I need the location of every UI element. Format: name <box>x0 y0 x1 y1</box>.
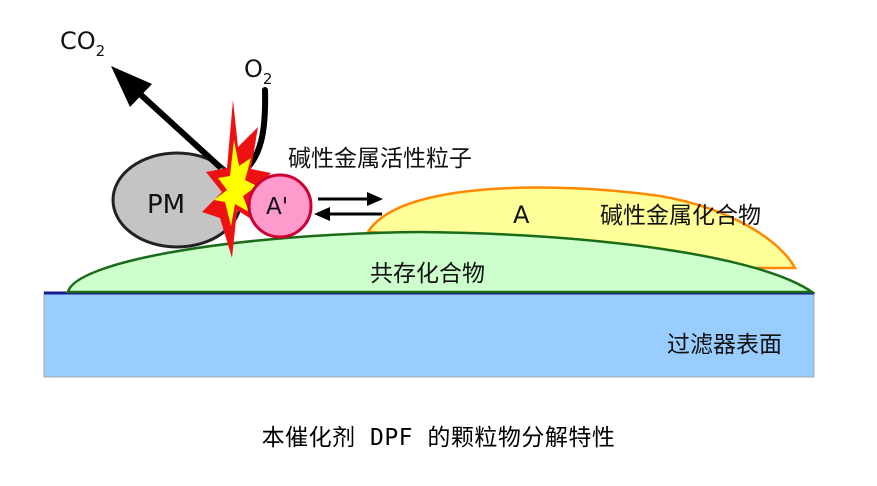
alkali-particle-label: 碱性金属活性粒子 <box>288 146 472 172</box>
exchange-arrow-left-head <box>314 207 330 221</box>
a-label: A <box>513 201 530 229</box>
filter-surface-block <box>43 292 815 378</box>
co2-arrow-shaft <box>137 91 224 171</box>
o2-label: O2 <box>244 55 272 88</box>
co2-label: CO2 <box>60 27 105 60</box>
aprime-particle <box>247 173 313 239</box>
co2-arrow-head <box>111 66 152 107</box>
coexist-compound-label: 共存化合物 <box>370 261 485 287</box>
filter-surface-label: 过滤器表面 <box>667 332 782 358</box>
exchange-arrow-right-head <box>367 192 383 206</box>
pm-label: PM <box>147 190 185 220</box>
aprime-label: A' <box>266 194 288 220</box>
alkali-compound-label: 碱性金属化合物 <box>600 203 761 229</box>
coexist-compound-layer <box>66 230 817 294</box>
reaction-spark-inner <box>214 140 257 226</box>
pm-oxidation-diagram: CO2 O2 PM A' A 碱性金属活性粒子 碱性金属化合物 共存化合物 过滤… <box>43 27 817 378</box>
figure-caption: 本催化剂 DPF 的颗粒物分解特性 <box>261 425 616 451</box>
